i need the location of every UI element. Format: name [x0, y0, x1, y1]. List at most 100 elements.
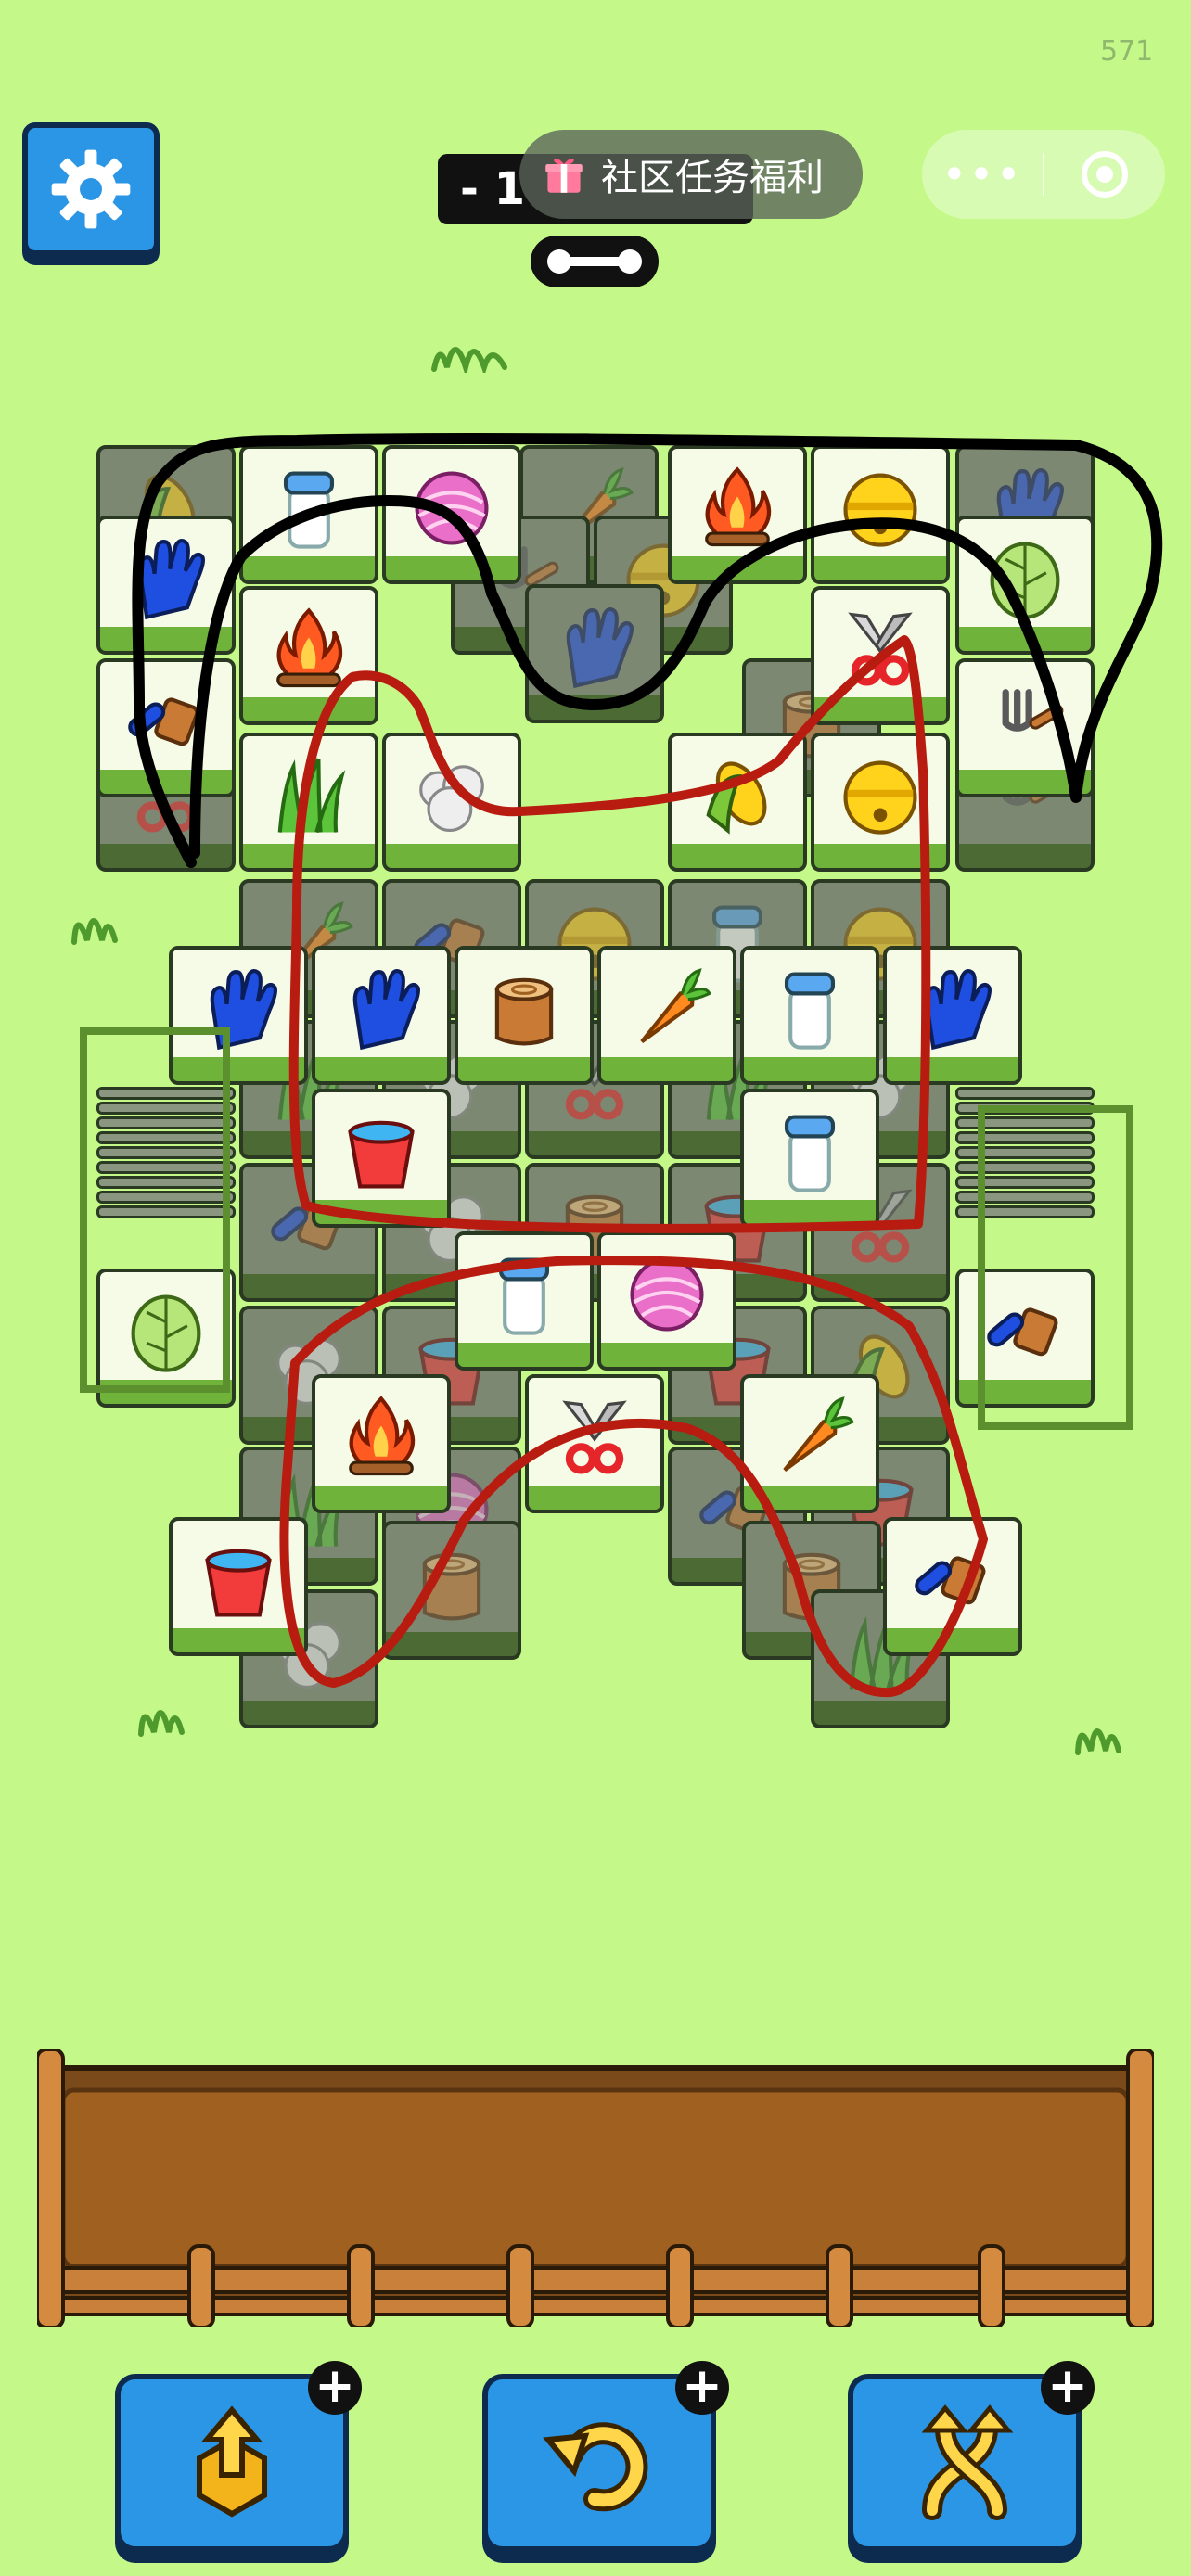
tile-face — [382, 1521, 521, 1647]
tile-face — [239, 586, 378, 712]
bonfire-icon — [276, 607, 343, 688]
tile-glove[interactable] — [169, 946, 308, 1085]
tile-base — [525, 1131, 664, 1159]
close-miniapp-button[interactable] — [1044, 149, 1165, 199]
tile-brush[interactable] — [955, 1269, 1095, 1408]
tile-glove[interactable] — [883, 946, 1022, 1085]
tile-glove — [525, 584, 664, 723]
tile-face — [312, 1374, 451, 1500]
tile-scissors[interactable] — [525, 1374, 664, 1513]
tile-face — [312, 1089, 451, 1215]
tile-face — [96, 516, 236, 642]
tile-face — [169, 1517, 308, 1643]
tile-brush[interactable] — [883, 1517, 1022, 1656]
bell-icon — [843, 473, 917, 547]
tile-base — [169, 1628, 308, 1656]
tile-bonfire[interactable] — [239, 586, 378, 725]
tile-base — [239, 556, 378, 584]
tile-scissors[interactable] — [811, 586, 950, 725]
tile-yarn[interactable] — [382, 445, 521, 584]
tile-tray — [35, 2047, 1156, 2329]
tile-base — [597, 1057, 736, 1085]
bucket-icon — [348, 1120, 415, 1189]
tile-face — [955, 516, 1095, 642]
move-out-plus-badge[interactable]: + — [308, 2361, 362, 2415]
cabbage-icon — [990, 542, 1060, 619]
tile-cabbage[interactable] — [955, 516, 1095, 655]
tile-face — [597, 946, 736, 1072]
undo-button[interactable]: + — [482, 2361, 729, 2552]
glove-icon — [352, 969, 420, 1051]
tile-face — [740, 946, 879, 1072]
tile-base — [96, 1380, 236, 1408]
grass-tuft-decoration — [431, 347, 507, 373]
link-icon — [547, 249, 642, 274]
undo-plus-badge[interactable]: + — [675, 2361, 729, 2415]
tile-cabbage[interactable] — [96, 1269, 236, 1408]
tile-face — [239, 733, 378, 859]
tile-bell[interactable] — [811, 733, 950, 872]
wooden-fence-tray — [35, 2047, 1156, 2329]
tile-grass[interactable] — [239, 733, 378, 872]
tile-face — [811, 445, 950, 571]
tile-base — [883, 1057, 1022, 1085]
bucket-icon — [205, 1549, 272, 1617]
tile-cotton[interactable] — [382, 733, 521, 872]
tile-brush[interactable] — [96, 658, 236, 797]
tile-bell[interactable] — [811, 445, 950, 584]
tile-base — [811, 1274, 950, 1302]
miniapp-capsule: ••• — [922, 130, 1165, 219]
tile-face — [455, 946, 594, 1072]
settings-button[interactable] — [22, 122, 160, 256]
tile-face — [668, 733, 807, 859]
tile-face — [883, 1517, 1022, 1643]
tile-base — [955, 627, 1095, 655]
shuffle-button[interactable]: + — [848, 2361, 1095, 2552]
glove-icon — [210, 969, 277, 1051]
tile-milk[interactable] — [239, 445, 378, 584]
shuffle-plus-badge[interactable]: + — [1041, 2361, 1095, 2415]
gear-icon — [51, 149, 131, 229]
glove-icon — [924, 969, 992, 1051]
box-up-icon — [197, 2405, 267, 2518]
bell-icon — [843, 760, 917, 835]
gift-icon — [545, 158, 583, 193]
brush-icon — [128, 697, 199, 746]
tile-stump[interactable] — [455, 946, 594, 1085]
tile-base — [382, 1632, 521, 1660]
tile-base — [312, 1486, 451, 1513]
more-menu-button[interactable]: ••• — [941, 149, 1023, 199]
tile-milk[interactable] — [740, 1089, 879, 1228]
tile-face — [955, 1269, 1095, 1395]
tile-milk[interactable] — [455, 1231, 594, 1371]
tile-carrot[interactable] — [740, 1374, 879, 1513]
tile-bucket[interactable] — [312, 1089, 451, 1228]
cotton-icon — [419, 765, 484, 832]
community-task-label: 社区任务福利 — [601, 157, 824, 199]
tile-corn[interactable] — [668, 733, 807, 872]
community-task-button[interactable]: 社区任务福利 — [519, 130, 863, 219]
tile-face — [740, 1089, 879, 1215]
grass-icon — [277, 758, 346, 834]
tile-carrot[interactable] — [597, 946, 736, 1085]
tile-bonfire[interactable] — [312, 1374, 451, 1513]
tile-fork[interactable] — [955, 658, 1095, 797]
tile-face — [525, 1374, 664, 1500]
tile-base — [239, 844, 378, 872]
tile-base — [740, 1057, 879, 1085]
tile-milk[interactable] — [740, 946, 879, 1085]
tile-base — [883, 1628, 1022, 1656]
tile-base — [96, 770, 236, 797]
tile-face — [597, 1231, 736, 1358]
tile-face — [239, 445, 378, 571]
tile-bonfire[interactable] — [668, 445, 807, 584]
move-out-button[interactable]: + — [115, 2361, 362, 2552]
tile-yarn[interactable] — [597, 1231, 736, 1371]
link-bar — [531, 236, 659, 287]
tile-glove[interactable] — [312, 946, 451, 1085]
tile-bucket[interactable] — [169, 1517, 308, 1656]
tile-base — [382, 556, 521, 584]
tile-glove[interactable] — [96, 516, 236, 655]
tile-base — [811, 556, 950, 584]
tile-face — [382, 733, 521, 859]
